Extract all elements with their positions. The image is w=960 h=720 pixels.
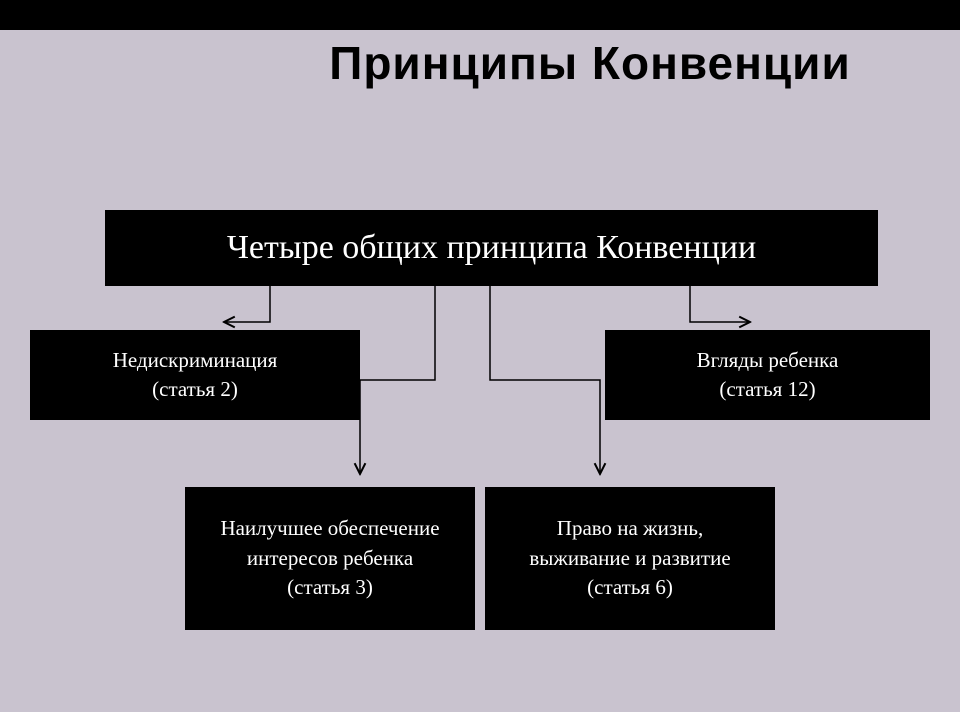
box-right-to-life-line-3: (статья 6) xyxy=(587,575,673,600)
box-non-discrimination-line-2: (статья 2) xyxy=(152,377,238,401)
box-child-views-line-1: Вгляды ребенка xyxy=(696,347,839,372)
connector-root-to-right-to-life xyxy=(489,286,600,474)
bottom-strip xyxy=(0,712,960,720)
connector-root-to-child-views xyxy=(689,286,750,322)
slide-title: Принципы Конвенции xyxy=(329,37,851,89)
root-box: Четыре общих принципа Конвенции xyxy=(105,210,878,286)
box-non-discrimination-line-1: Недискриминация xyxy=(112,347,278,372)
box-best-interests-line-2: интересов ребенка xyxy=(246,545,414,570)
box-right-to-life-line-1: Право на жизнь, xyxy=(556,516,704,541)
box-best-interests-line-3: (статья 3) xyxy=(287,575,373,600)
box-right-to-life: Право на жизнь, выживание и развитие (ст… xyxy=(485,487,775,630)
box-best-interests: Наилучшее обеспечение интересов ребенка … xyxy=(185,487,475,630)
box-non-discrimination: Недискриминация (статья 2) xyxy=(30,330,360,420)
box-right-to-life-line-2: выживание и развитие xyxy=(529,545,731,570)
box-best-interests-line-1: Наилучшее обеспечение xyxy=(220,516,440,541)
box-child-views-line-2: (статья 12) xyxy=(719,377,816,401)
top-bar xyxy=(0,0,960,30)
connector-root-to-best-interests xyxy=(360,286,436,474)
box-child-views: Вгляды ребенка (статья 12) xyxy=(605,330,930,420)
connector-root-to-non-discrimination xyxy=(224,286,271,322)
root-box-label: Четыре общих принципа Конвенции xyxy=(226,229,757,266)
